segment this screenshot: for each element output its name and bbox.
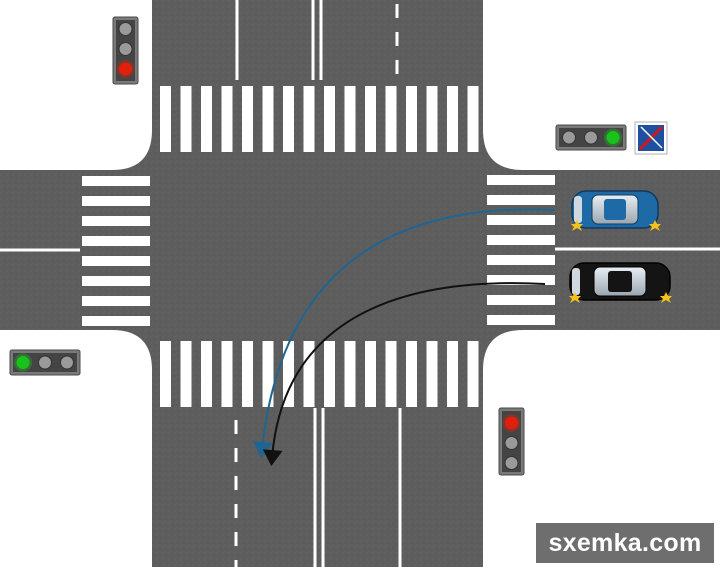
blue-car-path [252,208,556,458]
crosswalk-stripe [201,341,212,407]
blue-car [571,190,661,231]
crosswalk-stripe [447,341,458,407]
crosswalk-stripe [487,295,555,305]
crosswalk-stripe [82,236,150,246]
turn-signal-icon [571,220,661,231]
crosswalk-stripe [303,341,315,407]
crosswalk-stripe [487,315,555,325]
crosswalk-stripe [447,86,458,152]
crosswalk-stripe [487,215,555,225]
crosswalk-stripe [221,86,233,152]
crosswalk-stripe [406,341,417,407]
crosswalk-stripe [487,235,555,245]
watermark: sxemka.com [536,523,714,563]
crosswalk-west [82,176,150,326]
crosswalk-stripe [487,275,555,285]
crosswalk-stripe [201,86,212,152]
crosswalk-stripe [426,341,438,407]
crosswalk-stripe [242,341,253,407]
traffic-light-west [9,349,81,376]
crosswalk-stripe [242,86,253,152]
crosswalk-stripe [406,86,417,152]
crosswalk-stripe [262,341,274,407]
traffic-light-east [555,124,627,151]
crosswalk-south [160,341,479,407]
turn-signal-icon [569,292,672,303]
crosswalk-stripe [324,341,335,407]
crosswalk-stripe [344,86,356,152]
crosswalk-stripe [180,86,192,152]
crosswalk-stripe [344,341,356,407]
traffic-light-south [498,407,525,476]
crosswalk-stripe [385,341,397,407]
crosswalk-stripe [467,341,479,407]
traffic-light-north [112,16,139,85]
black-car-path [262,282,546,466]
crosswalk-stripe [487,255,555,265]
no-stopping-sign [634,121,668,155]
crosswalk-stripe [160,86,171,152]
crosswalk-stripe [82,196,150,206]
crosswalk-stripe [487,175,555,185]
crosswalk-stripe [365,86,376,152]
crosswalk-stripe [82,256,150,266]
crosswalk-north [160,86,479,152]
crosswalk-stripe [82,296,150,306]
crosswalk-stripe [180,341,192,407]
crosswalk-stripe [487,195,555,205]
crosswalk-east [487,175,555,325]
crosswalk-stripe [82,216,150,226]
crosswalk-stripe [221,341,233,407]
crosswalk-stripe [467,86,479,152]
crosswalk-stripe [160,341,171,407]
crosswalk-stripe [365,341,376,407]
crosswalk-stripe [303,86,315,152]
crosswalk-stripe [385,86,397,152]
crosswalk-stripe [82,316,150,326]
crosswalk-stripe [82,276,150,286]
crosswalk-stripe [283,86,294,152]
crosswalk-stripe [82,176,150,186]
crosswalk-stripe [324,86,335,152]
crosswalk-stripe [426,86,438,152]
crosswalk-stripe [283,341,294,407]
crosswalk-stripe [262,86,274,152]
black-car [569,262,672,303]
